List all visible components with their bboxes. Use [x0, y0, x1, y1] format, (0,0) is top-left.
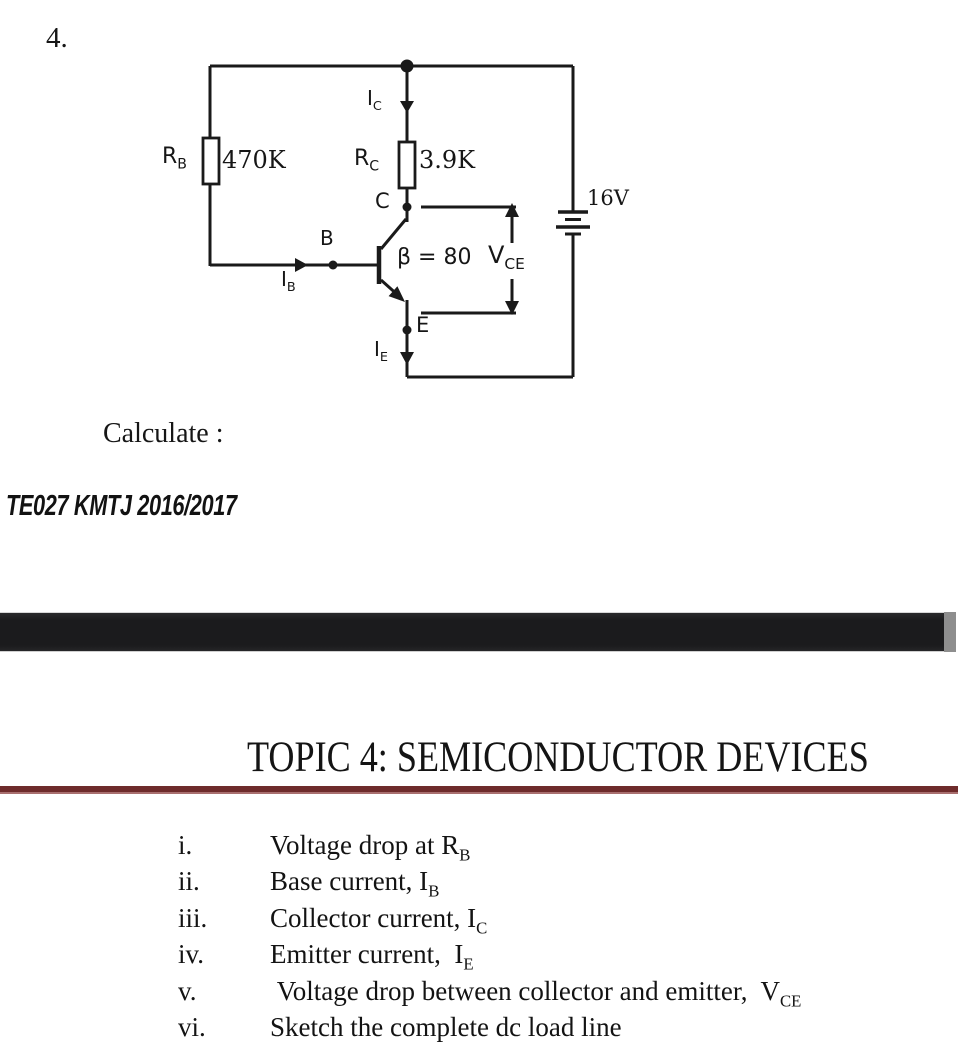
vce-down-arrow-icon: [505, 301, 519, 315]
task-item-v: v. Voltage drop between collector and em…: [0, 973, 958, 1009]
task-text: Sketch the complete dc load line: [270, 1011, 622, 1042]
calculate-label: Calculate :: [103, 418, 224, 449]
task-numeral: v.: [178, 975, 197, 1006]
task-item-iv: iv. Emitter current, IE: [0, 936, 958, 972]
question-number: 4.: [46, 22, 68, 54]
rc-label: RC: [354, 146, 380, 175]
task-item-vi: vi. Sketch the complete dc load line: [0, 1009, 958, 1045]
task-text: Base current, IB: [270, 866, 440, 901]
emitter-node: [402, 325, 412, 335]
task-numeral: iii.: [178, 902, 208, 933]
task-text: Voltage drop at RB: [270, 830, 471, 865]
supply-voltage-label: 16V: [587, 186, 629, 210]
task-list: i. Voltage drop at RB ii. Base current, …: [0, 827, 958, 1045]
ie-arrow-icon: [400, 352, 414, 365]
resistor-rb: [201, 136, 221, 186]
rb-label: RB: [162, 144, 187, 173]
emitter-arrow-icon: [388, 286, 405, 302]
base-node-label: B: [320, 226, 334, 250]
ic-label: IC: [367, 86, 382, 114]
ib-label: IB: [281, 267, 296, 295]
resistor-rc: [397, 140, 417, 190]
page-edge-strip: [944, 612, 956, 652]
task-numeral: ii.: [178, 866, 200, 897]
task-text: Emitter current, IE: [270, 939, 474, 974]
circuit-wires: [201, 59, 590, 379]
section-title: TOPIC 4: SEMICONDUCTOR DEVICES: [247, 734, 869, 781]
base-node: [328, 260, 338, 270]
page-divider-bar: [0, 612, 944, 652]
ie-label: IE: [374, 337, 388, 365]
ic-arrow-icon: [400, 101, 414, 113]
rc-value: 3.9K: [419, 146, 476, 174]
rb-value: 470K: [222, 146, 286, 174]
task-item-i: i. Voltage drop at RB: [0, 827, 958, 863]
task-text: Voltage drop between collector and emitt…: [270, 975, 802, 1010]
vce-up-arrow-icon: [505, 203, 519, 217]
task-text: Collector current, IC: [270, 902, 488, 938]
source-reference: TE027 KMTJ 2016/2017: [6, 490, 237, 522]
junction-node: [400, 59, 414, 73]
battery-icon: [556, 210, 590, 236]
beta-label: β = 80: [397, 245, 472, 270]
collector-node: [402, 202, 412, 212]
task-item-iii: iii. Collector current, IC: [0, 900, 958, 936]
emitter-node-label: E: [416, 313, 430, 337]
task-item-ii: ii. Base current, IB: [0, 863, 958, 899]
task-numeral: vi.: [178, 1011, 206, 1042]
circuit-diagram: IC RB 470K RC 3.9K C B IB β = 80 VCE E I…: [0, 0, 700, 400]
section-title-rule: [0, 786, 958, 794]
task-numeral: i.: [178, 830, 193, 860]
task-numeral: iv.: [178, 939, 204, 970]
ib-arrow-icon: [295, 258, 308, 272]
collector-node-label: C: [375, 189, 390, 213]
vce-label: VCE: [488, 241, 525, 273]
